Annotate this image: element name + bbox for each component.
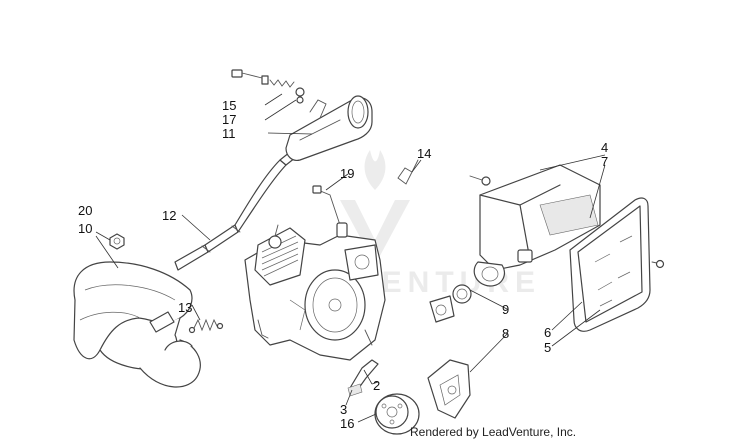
engine-part: [244, 224, 386, 361]
lever-part: [347, 359, 379, 397]
exhaust-pipe-part: [73, 261, 201, 388]
callout-13: 13: [178, 300, 192, 315]
callout-6: 6: [544, 325, 551, 340]
intake-joint-part: [429, 284, 472, 323]
callout-4: 4: [601, 140, 608, 155]
filter-panel-part: [569, 197, 665, 332]
callout-3: 3: [340, 402, 347, 417]
callout-8: 8: [502, 326, 509, 341]
callout-19: 19: [340, 166, 354, 181]
render-credit: Rendered by LeadVenture, Inc.: [410, 425, 577, 439]
airbox-part: [469, 164, 601, 287]
callout-15: 15: [222, 98, 236, 113]
callout-labels: 15 17 11 12 20 10 13 19 14 4 7 9 8 6 5 2…: [78, 98, 608, 431]
callout-7: 7: [601, 154, 608, 169]
spring-part: [188, 318, 224, 334]
callout-11: 11: [222, 126, 236, 141]
callout-12: 12: [162, 208, 176, 223]
callout-10: 10: [78, 221, 92, 236]
callout-14: 14: [417, 146, 431, 161]
callout-16: 16: [340, 416, 354, 431]
nut-part: [109, 233, 125, 250]
callout-9: 9: [502, 302, 509, 317]
clip-part: [397, 159, 419, 185]
sensor-cable-part: [312, 185, 348, 238]
silencer-part: [285, 95, 373, 161]
bolt-and-spring-part: [231, 69, 305, 104]
callout-17: 17: [222, 112, 236, 127]
leader-lines: [95, 93, 606, 423]
callout-2: 2: [373, 378, 380, 393]
callout-20: 20: [78, 203, 92, 218]
callout-5: 5: [544, 340, 551, 355]
cover-part: [427, 359, 471, 419]
flywheel-part: [374, 393, 420, 435]
